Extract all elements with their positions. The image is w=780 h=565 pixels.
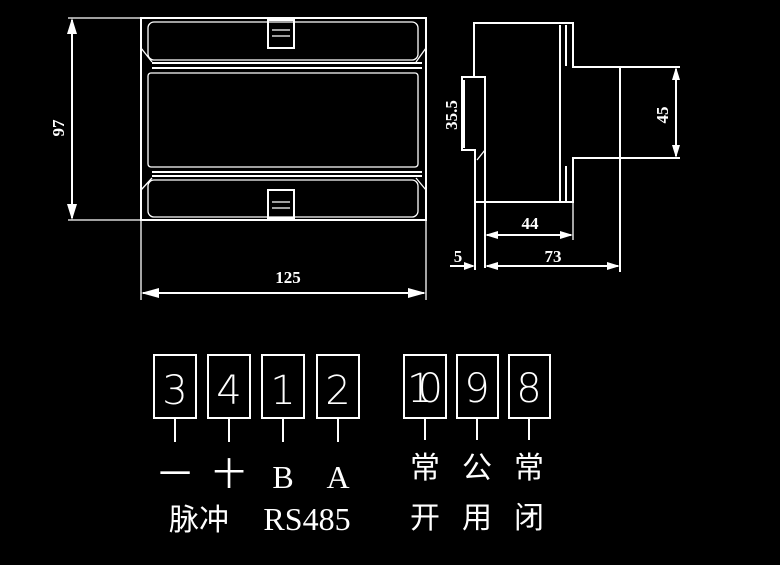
terminal-10: 10 常 开 bbox=[403, 354, 447, 536]
terminal-3: 3 一 bbox=[153, 354, 197, 492]
pulse-group-label: 脉冲 bbox=[169, 503, 229, 538]
front-view: 97 125 bbox=[49, 17, 427, 300]
terminal-label-2: 开 bbox=[410, 501, 440, 536]
terminal-label: 十 bbox=[213, 456, 245, 492]
terminal-number: 1 bbox=[270, 368, 295, 414]
rail-dimension: 35.5 bbox=[442, 100, 461, 130]
offset-dimension: 5 bbox=[454, 247, 463, 266]
terminal-label-2: 闭 bbox=[514, 501, 544, 536]
terminal-number: 2 bbox=[325, 368, 350, 414]
terminal-number: 10 bbox=[407, 366, 443, 412]
rs485-group-label: RS485 bbox=[263, 501, 350, 537]
side-view: 35.5 45 44 73 5 bbox=[442, 22, 680, 272]
depth-dimension: 44 bbox=[522, 214, 540, 233]
terminal-label: 常 bbox=[514, 451, 544, 486]
terminal-label: B bbox=[272, 459, 293, 495]
terminal-8: 8 常 闭 bbox=[508, 354, 551, 536]
terminal-number: 8 bbox=[516, 366, 541, 412]
height-dimension: 97 bbox=[49, 119, 68, 137]
terminal-label: 公 bbox=[462, 451, 492, 486]
terminal-4: 4 十 bbox=[207, 354, 251, 492]
width-dimension: 125 bbox=[275, 268, 301, 287]
terminal-number: 3 bbox=[162, 368, 187, 414]
terminal-number: 4 bbox=[216, 368, 241, 414]
terminal-block: 3 一 4 十 1 B 2 A 脉冲 RS485 10 常 开 9 bbox=[153, 354, 551, 538]
terminal-label: 常 bbox=[410, 451, 440, 486]
terminal-label-2: 用 bbox=[462, 501, 492, 536]
protrusion-dimension: 45 bbox=[653, 107, 672, 124]
terminal-label: 一 bbox=[159, 456, 191, 492]
terminal-label: A bbox=[326, 459, 349, 495]
terminal-number: 9 bbox=[464, 366, 489, 412]
total-depth-dimension: 73 bbox=[545, 247, 562, 266]
terminal-2: 2 A bbox=[316, 354, 360, 495]
terminal-1: 1 B bbox=[261, 354, 305, 495]
terminal-9: 9 公 用 bbox=[456, 354, 499, 536]
